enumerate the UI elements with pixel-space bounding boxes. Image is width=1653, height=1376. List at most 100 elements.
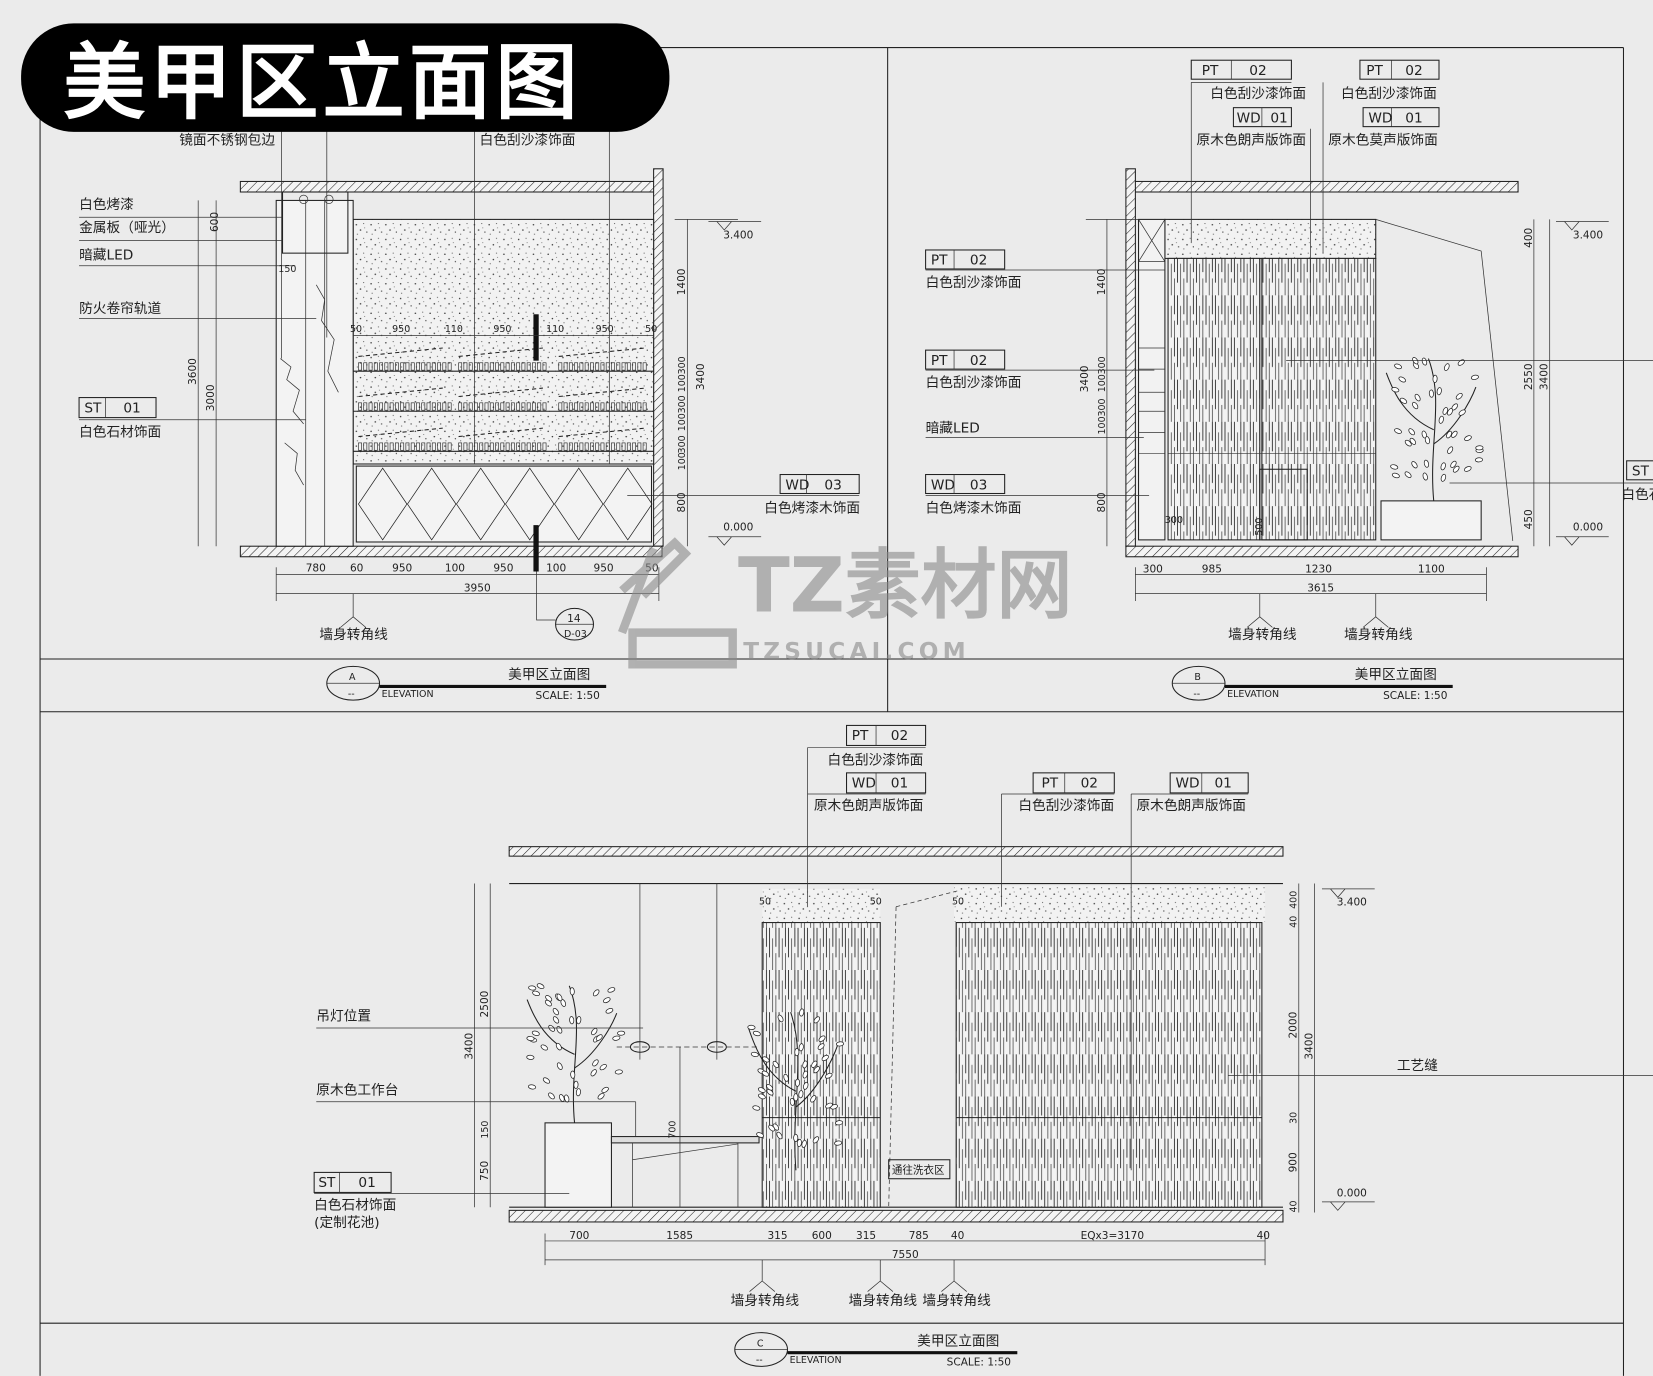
bottle xyxy=(426,402,431,411)
bottle xyxy=(642,442,647,451)
bottle xyxy=(616,402,621,411)
svg-text:01: 01 xyxy=(1405,110,1422,126)
plant-leaf xyxy=(531,1030,540,1036)
svg-text:60: 60 xyxy=(350,563,363,575)
bottle xyxy=(458,362,463,371)
svg-text:02: 02 xyxy=(1249,63,1266,79)
elevation-title-a: A-- 美甲区立面图 ELEVATION SCALE: 1:50 xyxy=(326,665,607,702)
plant-leaf xyxy=(548,1092,555,1100)
svg-text:--: -- xyxy=(756,1355,763,1366)
svg-text:780: 780 xyxy=(306,563,326,575)
svg-text:白色刮沙漆饰面: 白色刮沙漆饰面 xyxy=(828,751,924,768)
bottle xyxy=(558,402,563,411)
svg-text:100: 100 xyxy=(677,374,688,392)
svg-text:美甲区立面图: 美甲区立面图 xyxy=(1355,667,1437,683)
bottle xyxy=(458,402,463,411)
plant-leaf xyxy=(795,1078,801,1087)
bottle xyxy=(532,362,536,371)
plant-leaf xyxy=(813,1066,820,1074)
svg-text:2000: 2000 xyxy=(1288,1012,1300,1039)
svg-text:150: 150 xyxy=(480,1121,491,1139)
svg-text:900: 900 xyxy=(1288,1152,1300,1172)
plant-leaf xyxy=(1474,457,1483,463)
bottle xyxy=(516,442,521,451)
svg-text:02: 02 xyxy=(970,353,987,369)
svg-text:01: 01 xyxy=(358,1175,375,1191)
svg-text:C: C xyxy=(757,1338,764,1349)
bottom-dims: 780 60 950 100 950 100 950 50 3950 xyxy=(275,563,660,602)
plant-branch xyxy=(1385,372,1434,431)
plant-leaf xyxy=(813,1016,821,1024)
svg-text:WD: WD xyxy=(1175,776,1199,792)
svg-text:2500: 2500 xyxy=(479,991,491,1018)
floor-slab xyxy=(239,545,663,558)
bottle xyxy=(384,442,389,451)
bottle xyxy=(590,402,594,411)
plant-leaf xyxy=(592,989,600,997)
svg-text:950: 950 xyxy=(594,563,614,575)
svg-text:50: 50 xyxy=(870,897,882,908)
svg-text:墙身转角线: 墙身转角线 xyxy=(1344,627,1413,643)
svg-text:50: 50 xyxy=(645,324,657,335)
bottle xyxy=(437,442,441,451)
bottle xyxy=(642,362,647,371)
svg-text:315: 315 xyxy=(767,1230,787,1242)
bottle xyxy=(405,442,410,451)
elevation-title-b: B-- 美甲区立面图 ELEVATION SCALE: 1:50 xyxy=(1171,665,1453,702)
svg-text:吊灯位置: 吊灯位置 xyxy=(316,1009,371,1025)
shelf-dims: 50 950 110 950 110 950 50 xyxy=(350,324,657,336)
plant-leaf xyxy=(793,1093,799,1102)
plant-leaf xyxy=(569,1016,575,1025)
plant-leaf xyxy=(1414,393,1421,402)
svg-text:300: 300 xyxy=(1097,356,1108,374)
plant-leaf xyxy=(592,1059,599,1067)
bottle xyxy=(368,442,373,451)
bottle xyxy=(621,362,626,371)
bottle xyxy=(632,442,637,451)
left-wall xyxy=(1125,168,1136,547)
bottle xyxy=(431,402,436,411)
bottle xyxy=(421,442,426,451)
bottle xyxy=(416,442,420,451)
svg-text:原木色朗声版饰面: 原木色朗声版饰面 xyxy=(1136,797,1246,814)
plant-leaf xyxy=(803,1081,809,1090)
bottle xyxy=(579,442,584,451)
bottle xyxy=(447,362,452,371)
svg-text:A: A xyxy=(349,672,356,683)
svg-text:ST: ST xyxy=(1632,464,1650,480)
title-badge: 美甲区立面图 xyxy=(21,23,670,132)
plant-leaf xyxy=(762,1056,770,1063)
bottle xyxy=(526,402,531,411)
svg-text:3615: 3615 xyxy=(1307,583,1334,595)
plant-leaf xyxy=(1443,363,1450,371)
bottle xyxy=(410,362,415,371)
plant-leaf xyxy=(573,1080,579,1089)
plant-leaf xyxy=(835,1041,845,1047)
svg-text:白色烤漆木饰面: 白色烤漆木饰面 xyxy=(926,499,1022,516)
plant-leaf xyxy=(799,1008,805,1017)
bottle xyxy=(463,442,468,451)
svg-text:100: 100 xyxy=(546,563,566,575)
bottle xyxy=(632,362,637,371)
plant-leaf xyxy=(801,1139,807,1148)
svg-text:950: 950 xyxy=(596,324,614,335)
bottle xyxy=(574,402,579,411)
bottle xyxy=(574,362,579,371)
bottle xyxy=(537,402,542,411)
bottle xyxy=(379,402,383,411)
plant-leaf xyxy=(564,1094,570,1103)
section-marker[interactable]: 14 D-03 xyxy=(536,571,595,641)
plant-leaf xyxy=(789,1097,795,1106)
wood-wall-panel xyxy=(955,922,1263,1208)
svg-text:30: 30 xyxy=(1289,1112,1300,1124)
svg-text:ELEVATION: ELEVATION xyxy=(790,1355,842,1366)
plant-leaf xyxy=(614,1069,623,1075)
svg-text:02: 02 xyxy=(1081,776,1098,792)
bottle xyxy=(426,362,431,371)
svg-text:WD: WD xyxy=(785,477,809,493)
bottle xyxy=(637,442,642,451)
svg-text:400: 400 xyxy=(1289,891,1300,909)
plant-leaf xyxy=(532,990,541,997)
svg-text:985: 985 xyxy=(1202,564,1222,576)
